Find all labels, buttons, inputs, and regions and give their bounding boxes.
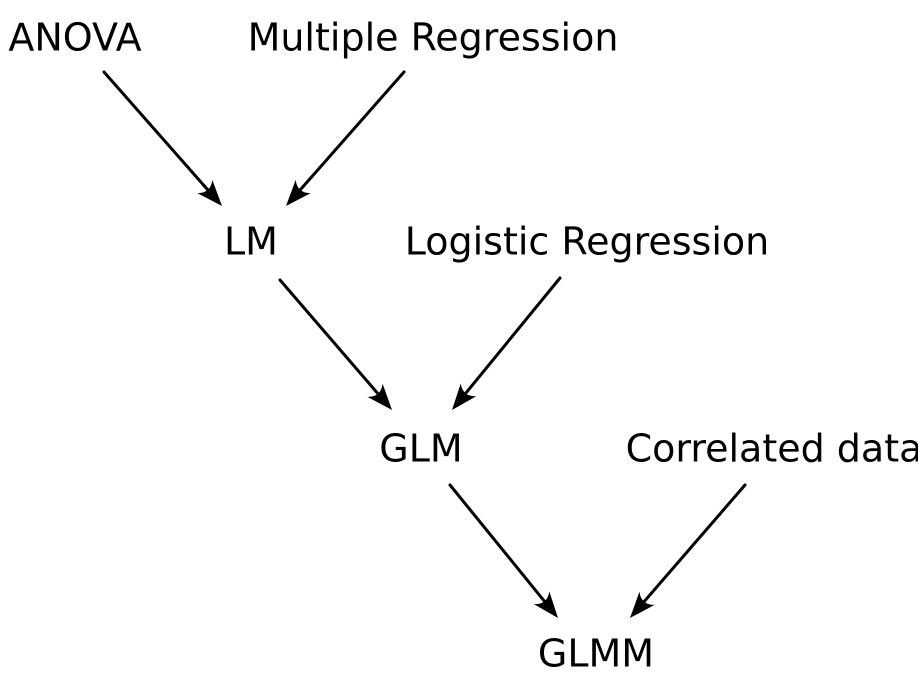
node-anova: ANOVA [8,16,141,60]
arrowhead-anova-to-lm [197,179,222,206]
node-correlated-data: Correlated data [626,427,918,471]
arrow-logistic-regression-to-glm [455,276,562,406]
node-glmm: GLMM [538,632,654,676]
arrow-lm-to-glm [278,278,389,406]
arrowhead-lm-to-glm [367,383,392,410]
arrowhead-correlated-data-to-glmm [630,591,655,618]
arrowhead-logistic-regression-to-glm [452,383,477,410]
arrowhead-multiple-regression-to-lm [286,179,311,206]
arrow-glm-to-glmm [448,483,555,614]
edges-group [102,70,747,618]
node-logistic-regression: Logistic Regression [405,220,770,264]
arrow-multiple-regression-to-lm [289,70,406,202]
arrow-correlated-data-to-glmm [633,483,747,614]
node-multiple-regression: Multiple Regression [248,16,619,60]
arrowhead-glm-to-glmm [533,591,558,618]
node-lm: LM [224,220,278,264]
arrow-anova-to-lm [102,70,219,202]
node-glm: GLM [379,427,462,471]
